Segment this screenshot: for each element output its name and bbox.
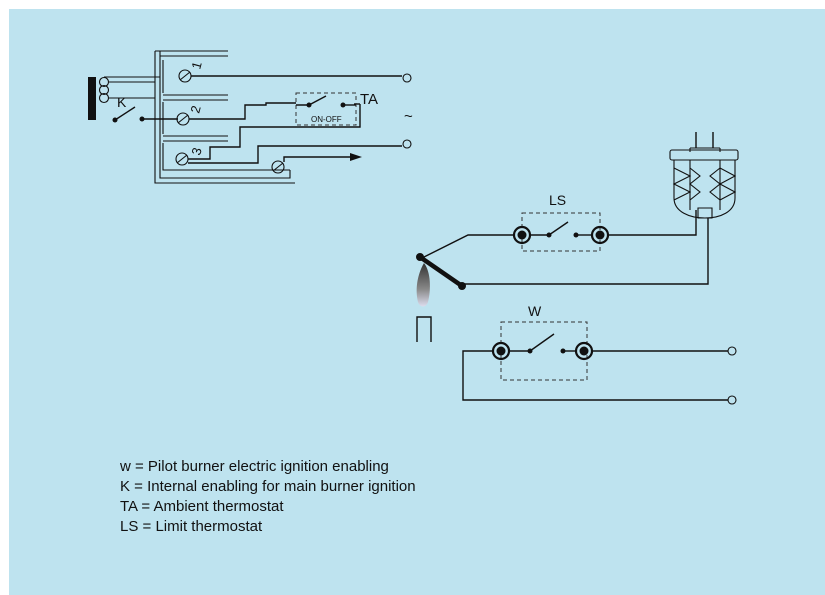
terminal-block: 1 2 3 (154, 50, 295, 184)
terminal-3-label: 3 (188, 146, 204, 157)
pilot-burner (416, 316, 432, 342)
w-terminal-bottom (727, 395, 737, 405)
limit-thermostat-ls: LS (512, 192, 697, 252)
terminal-2-label: 2 (187, 104, 203, 115)
legend-item-ta: TA = Ambient thermostat (120, 498, 284, 515)
supply-terminal-top (402, 73, 412, 83)
ac-supply-symbol: ~ (404, 108, 413, 125)
pilot-ignition-w: W (462, 303, 737, 405)
supply-terminal-bottom (402, 139, 412, 149)
label-ls: LS (549, 192, 566, 208)
ambient-thermostat-ta: TA ON-OFF (295, 91, 378, 126)
w-terminal-top (727, 346, 737, 356)
terminal-1-label: 1 (188, 60, 204, 71)
relay-k: K (88, 76, 178, 123)
valve-coil (669, 132, 739, 219)
legend: w = Pilot burner electric ignition enabl… (120, 457, 416, 537)
flame-icon (416, 263, 430, 307)
label-ta: TA (360, 91, 378, 108)
arrow-icon (350, 153, 362, 161)
label-w: W (528, 303, 542, 319)
ignition-electrode (416, 218, 709, 290)
legend-item-k: K = Internal enabling for main burner ig… (120, 478, 416, 495)
diagram-panel (9, 9, 825, 595)
legend-item-ls: LS = Limit thermostat (120, 518, 263, 535)
label-on-off: ON-OFF (311, 115, 342, 124)
legend-item-w: w = Pilot burner electric ignition enabl… (120, 458, 389, 475)
label-k: K (117, 94, 127, 110)
